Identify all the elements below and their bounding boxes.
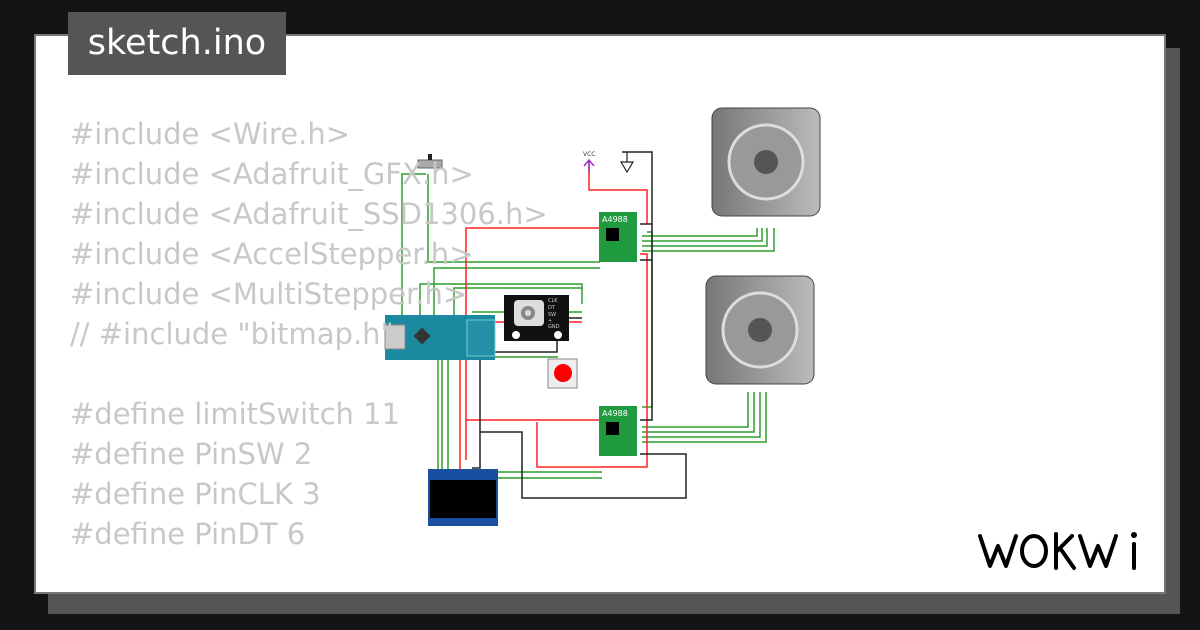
- svg-text:A4988: A4988: [602, 409, 628, 418]
- svg-text:A4988: A4988: [602, 215, 628, 224]
- preview-card: VCC CLK DT SW + GND: [34, 34, 1166, 594]
- rotary-encoder[interactable]: CLK DT SW + GND: [504, 295, 569, 341]
- ground-symbol: [619, 152, 635, 174]
- svg-text:GND: GND: [548, 324, 560, 330]
- svg-text:CLK: CLK: [548, 298, 558, 304]
- stepper-driver-top: A4988: [599, 212, 637, 262]
- limit-switch[interactable]: [417, 154, 443, 169]
- black-wires: [472, 151, 687, 499]
- vcc-symbol: VCC: [583, 151, 595, 172]
- arduino-nano[interactable]: [384, 315, 496, 360]
- svg-text:VCC: VCC: [583, 151, 595, 158]
- svg-text:DT: DT: [548, 305, 556, 311]
- circuit-diagram: VCC CLK DT SW + GND: [384, 107, 821, 526]
- file-tab[interactable]: sketch.ino: [68, 12, 286, 75]
- pushbutton[interactable]: [547, 358, 578, 389]
- stepper-motor-top: [711, 107, 821, 217]
- svg-text:+: +: [548, 318, 552, 324]
- stepper-driver-bottom: A4988: [599, 406, 637, 456]
- svg-text:SW: SW: [548, 312, 556, 318]
- wokwi-logo: [978, 532, 1137, 570]
- stepper-motor-bottom: [705, 275, 815, 385]
- oled-display: [428, 469, 498, 526]
